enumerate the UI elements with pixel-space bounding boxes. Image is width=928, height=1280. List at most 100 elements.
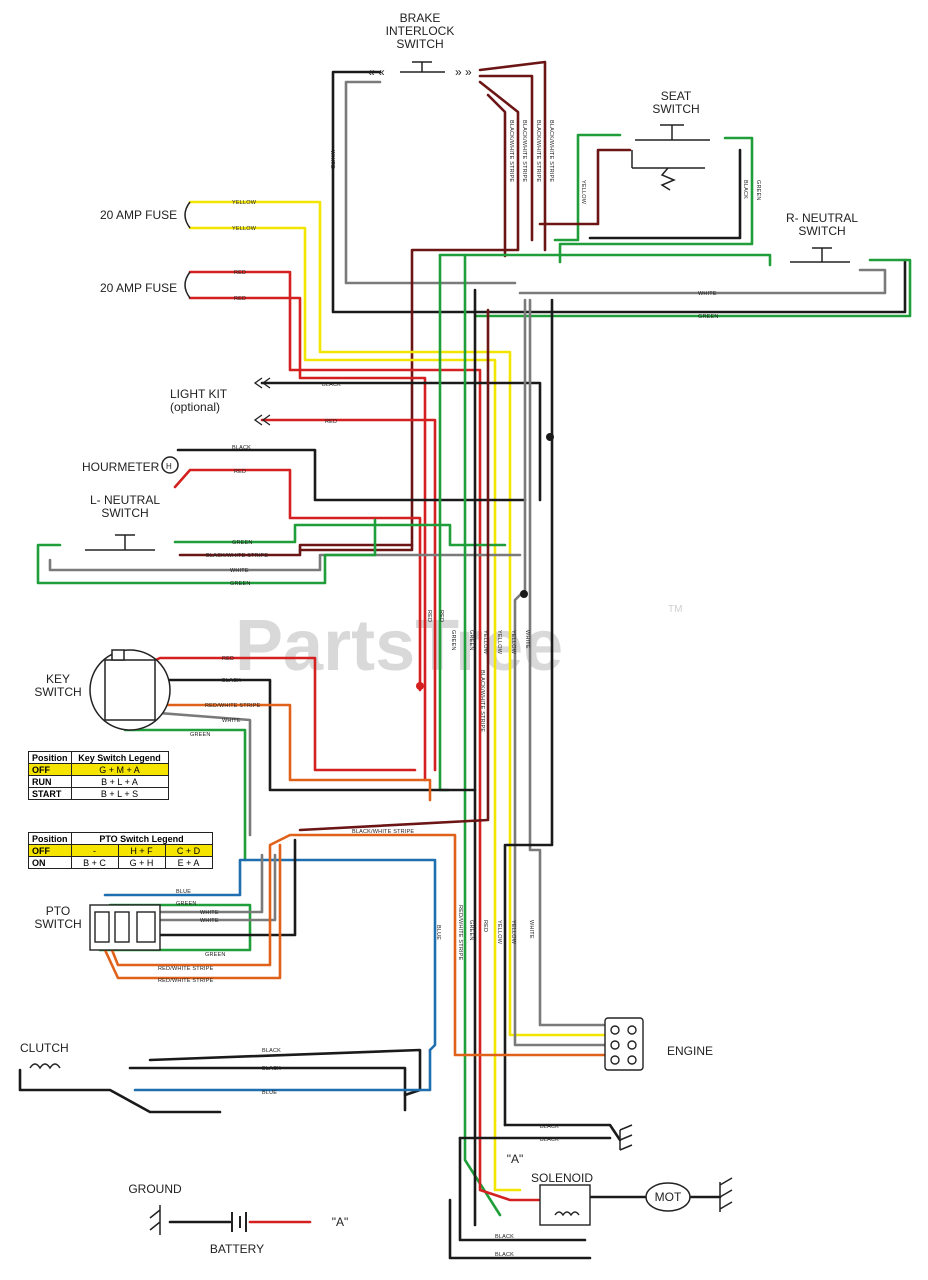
wire-label-red: RED — [482, 920, 488, 932]
wire-label-red: RED — [438, 610, 444, 622]
wire-orange-pto1 — [108, 833, 607, 1057]
wire-white-trunk2 — [528, 298, 607, 1027]
wire-yellow-fuse-a — [188, 200, 607, 1037]
wire-black-clutch1 — [148, 1048, 422, 1097]
wire-label-green: GREEN — [205, 952, 226, 958]
wire-label-bw: BLACK/WHITE STRIPE — [206, 553, 268, 559]
wire-blue-clutch — [133, 1048, 432, 1092]
motor-symbol — [645, 1182, 691, 1212]
legend-cell: RUN — [28, 775, 72, 788]
wire-label-white: WHITE — [222, 718, 241, 724]
legend-cell: C + D — [164, 844, 213, 857]
wire-white-pto2 — [148, 853, 277, 922]
label-hourmeter: HOURMETER — [82, 460, 160, 474]
wire-label-black: BLACK — [495, 1234, 514, 1240]
fuse2-symbol — [184, 271, 191, 299]
wire-bw-brake2 — [478, 74, 534, 242]
svg-text:H: H — [166, 462, 172, 471]
wire-label-yellow: YELLOW — [510, 630, 516, 655]
wire-black-light — [260, 381, 542, 502]
wire-green-trunk2 — [463, 253, 502, 1217]
legend-header: Position — [28, 751, 72, 764]
wire-bw-brake4 — [486, 93, 507, 258]
label-battery: BATTERY — [210, 1242, 264, 1256]
wire-label-black: BLACK — [262, 1048, 281, 1054]
wire-label-white: WHITE — [329, 150, 335, 169]
wire-label-bw: BLACK/WHITE STRIPE — [479, 670, 485, 732]
wire-label-red: RED — [234, 296, 246, 302]
wire-label-black: BLACK — [232, 445, 251, 451]
wire-label-green: GREEN — [450, 630, 456, 651]
pto-switch-symbol — [89, 904, 161, 951]
wire-label-white: WHITE — [200, 910, 219, 916]
wire-yellow-fuse-b — [188, 226, 522, 1192]
wire-black-gnd1 — [503, 1123, 622, 1142]
engine-connector — [604, 1017, 644, 1071]
wire-label-green: GREEN — [468, 920, 474, 941]
legend-header: Key Switch Legend — [70, 751, 169, 764]
wire-red-fuse-a — [188, 270, 482, 1142]
wire-black-trunk2 — [503, 298, 554, 1127]
solenoid-symbol — [539, 1184, 591, 1226]
wire-black-gnd4 — [448, 1198, 592, 1260]
wire-label-black: BLACK — [540, 1124, 559, 1130]
light-kit-connector — [253, 377, 271, 426]
wire-black-gnd3 — [458, 1136, 587, 1242]
wire-label-rw: RED/WHITE STRIPE — [205, 703, 261, 709]
wire-green-trunk — [438, 253, 450, 792]
wire-label-blue: BLUE — [435, 925, 441, 940]
legend-cell: H + F — [117, 844, 166, 857]
wire-label-black: BLACK — [262, 1066, 281, 1072]
wire-bw-brake1 — [478, 60, 547, 252]
wire-black-hour — [176, 448, 527, 502]
wire-label-white: WHITE — [200, 918, 219, 924]
wire-black-seat — [588, 148, 742, 240]
legend-cell: B + C — [70, 856, 119, 869]
wire-label-yellow: YELLOW — [510, 920, 516, 945]
legend-header: Position — [28, 832, 72, 845]
wire-label-red: RED — [234, 469, 246, 475]
legend-cell: B + L + S — [70, 787, 169, 800]
r-neutral-switch-symbol — [790, 247, 850, 263]
wire-label-yellow: YELLOW — [580, 180, 586, 205]
wire-label-black: BLACK — [495, 1252, 514, 1258]
wire-label-white: WHITE — [698, 291, 717, 297]
legend-cell: - — [70, 844, 119, 857]
wire-label-white: WHITE — [230, 568, 249, 574]
wire-label-red: RED — [325, 419, 337, 425]
l-neutral-switch-symbol — [85, 534, 155, 551]
wire-label-black: BLACK — [742, 180, 748, 199]
wire-black-clutch3 — [18, 1068, 222, 1114]
wire-label-yellow: YELLOW — [496, 630, 502, 655]
watermark-tm: TM — [668, 604, 682, 615]
label-fuse2: 20 AMP FUSE — [100, 281, 177, 295]
ground-symbols — [149, 1124, 733, 1235]
wire-label-green: GREEN — [176, 901, 197, 907]
wire-label-rw: RED/WHITE STRIPE — [158, 966, 214, 972]
wire-label-white: WHITE — [524, 630, 530, 649]
wire-label-black: BLACK — [540, 1137, 559, 1143]
wire-label-blue: BLUE — [262, 1090, 277, 1096]
label-engine: ENGINE — [667, 1044, 713, 1058]
wire-red-fuse-b — [188, 296, 427, 782]
wire-label-green: GREEN — [468, 630, 474, 651]
wire-orange-pto2 — [103, 843, 282, 980]
wire-white-rneutral — [518, 268, 887, 295]
wire-white-pto1 — [148, 853, 264, 914]
legend-cell: ON — [28, 856, 72, 869]
legend-cell: G + M + A — [70, 763, 169, 776]
junction-dot — [546, 433, 554, 441]
clutch-coil — [29, 1063, 61, 1070]
wire-black-main — [331, 70, 907, 314]
wire-green-seat — [558, 136, 754, 264]
label-light-kit: LIGHT KIT(optional) — [170, 387, 228, 414]
wire-white-trunk — [513, 298, 607, 1047]
wire-white-lneutral — [48, 553, 522, 572]
wire-green-rneutral — [473, 258, 912, 318]
wire-red-sol — [478, 1138, 547, 1202]
wire-label-black: BLACK — [322, 382, 341, 388]
wire-label-blue: BLUE — [176, 889, 191, 895]
